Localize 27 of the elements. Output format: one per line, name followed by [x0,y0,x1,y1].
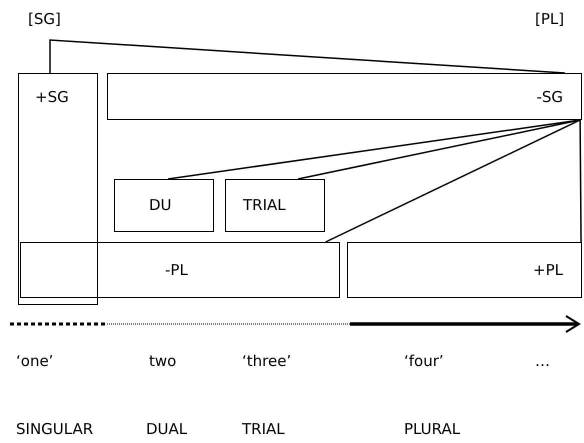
feature-label: +PL [533,261,563,279]
numeral-gloss: two [149,352,176,370]
feature-box [107,73,582,120]
connector-line [298,119,580,180]
feature-box [20,242,340,298]
feature-label: -PL [165,261,188,279]
feature-label: -SG [536,88,563,106]
feature-box [225,179,325,232]
number-category: PLURAL [404,420,460,438]
feature-box [114,179,214,232]
feature-heading: [SG] [28,10,61,28]
numeral-gloss: … [535,352,550,370]
feature-label: +SG [35,88,69,106]
number-category: DUAL [146,420,188,438]
feature-heading: [PL] [535,10,564,28]
numeral-gloss: ‘three’ [242,352,292,370]
feature-label: TRIAL [243,196,286,214]
connector-line [49,39,565,74]
feature-label: DU [149,196,172,214]
feature-box [347,242,582,298]
numeral-gloss: ‘four’ [404,352,444,370]
numeral-gloss: ‘one’ [16,352,54,370]
number-category: TRIAL [242,420,285,438]
connector-line [325,119,580,243]
feature-box [18,73,98,305]
number-category: SINGULAR [16,420,94,438]
connector-line [579,120,582,242]
